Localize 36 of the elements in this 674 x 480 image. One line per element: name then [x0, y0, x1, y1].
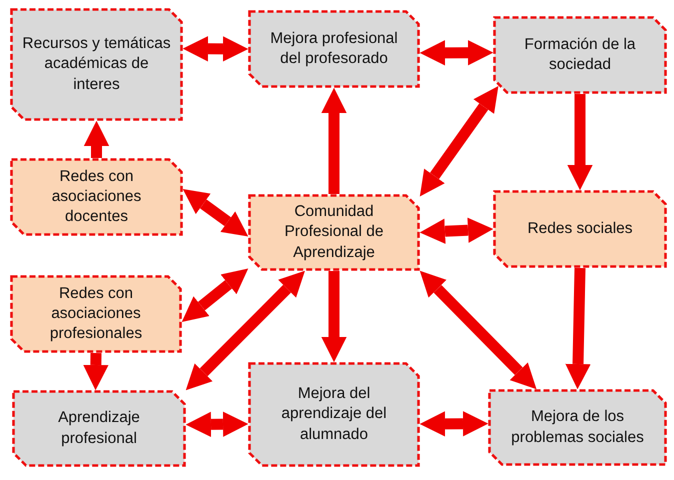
arrow	[182, 268, 248, 322]
box-label: Comunidad Profesional de Aprendizaje	[283, 202, 385, 263]
arrow	[420, 86, 498, 197]
arrow	[420, 411, 488, 436]
process-box	[248, 10, 420, 88]
box-label: Aprendizaje profesional	[57, 408, 141, 448]
process-box	[12, 390, 186, 467]
box-label: Recursos y temáticas académicas de interes	[21, 34, 172, 95]
arrow	[321, 88, 347, 194]
process-box	[488, 389, 667, 466]
arrow	[420, 270, 537, 390]
process-box	[248, 362, 420, 467]
arrow	[182, 36, 248, 62]
box-label: Mejora profesional del profesorado	[269, 28, 399, 69]
arrow	[420, 40, 494, 66]
box-label: Redes con asociaciones docentes	[50, 166, 142, 228]
arrow	[182, 189, 248, 237]
arrow	[186, 412, 248, 438]
process-box	[493, 16, 667, 94]
arrow	[186, 270, 305, 390]
arrow	[565, 268, 591, 390]
process-box	[10, 8, 183, 121]
box-label: Redes con asociaciones profesionales	[48, 284, 144, 344]
box-label: Formación de la sociedad	[523, 34, 637, 75]
arrow	[567, 94, 593, 190]
process-box	[248, 194, 420, 271]
arrow	[420, 218, 494, 244]
box-label: Redes sociales	[527, 218, 633, 239]
box-label: Mejora del aprendizaje del alumnado	[280, 384, 388, 445]
arrow	[83, 352, 108, 390]
box-label: Mejora de los problemas sociales	[510, 407, 645, 448]
process-box	[493, 190, 667, 268]
process-box	[10, 158, 183, 236]
arrow	[84, 120, 110, 158]
arrow	[321, 271, 347, 362]
process-box	[10, 275, 182, 353]
